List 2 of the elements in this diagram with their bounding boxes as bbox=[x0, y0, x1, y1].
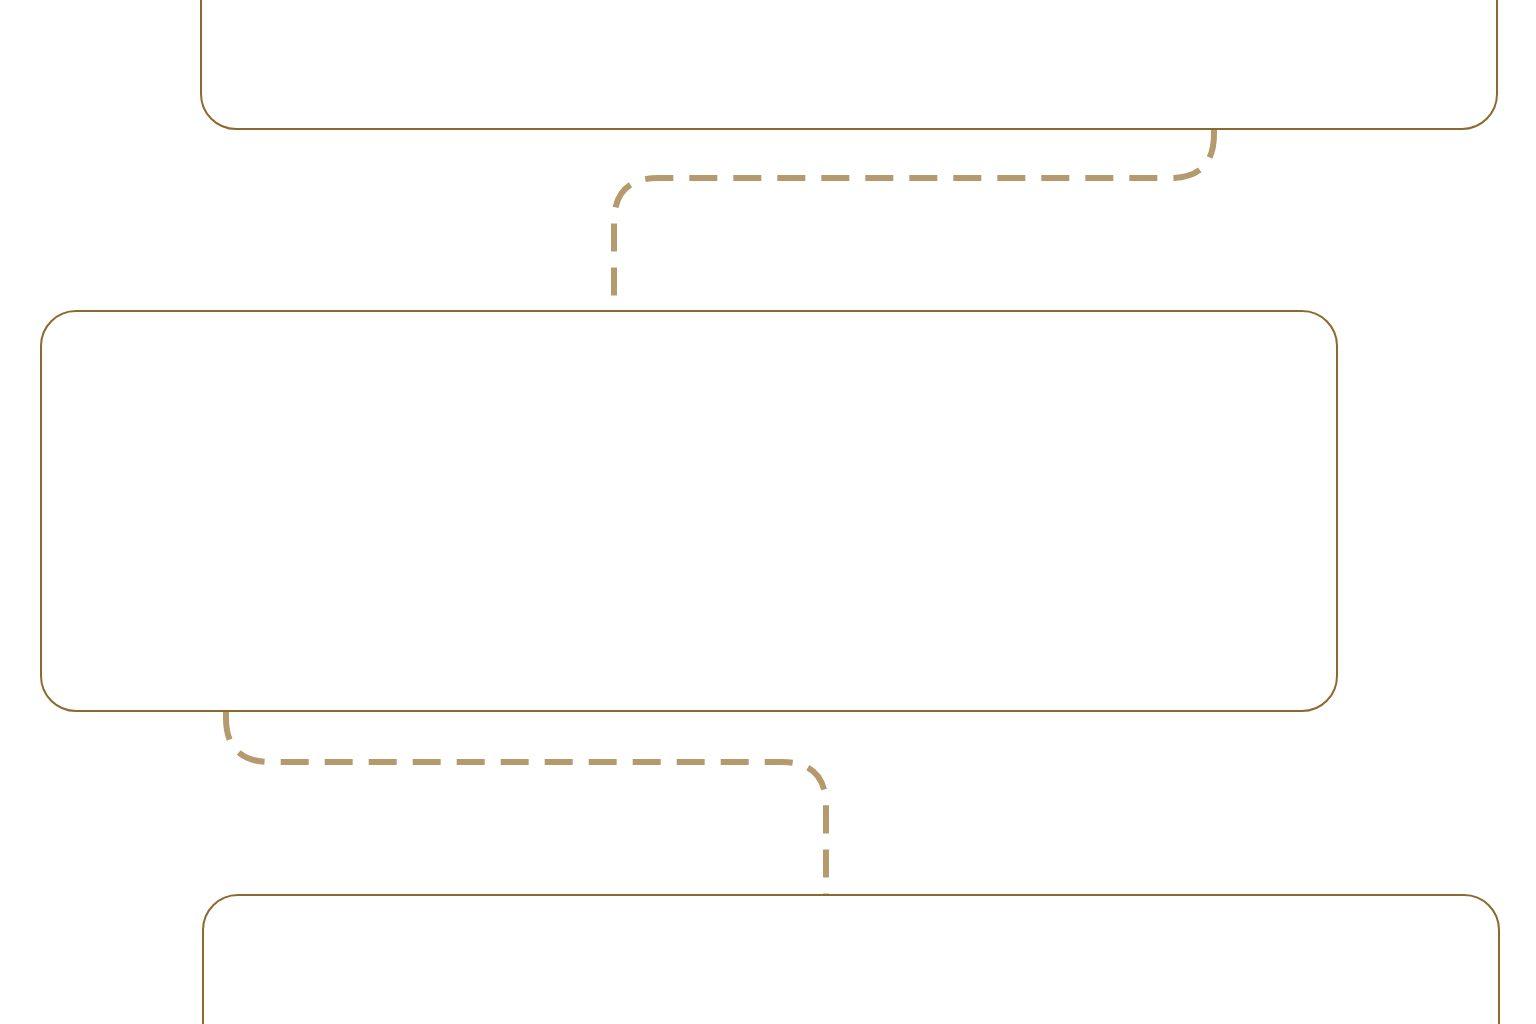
dashed-connector bbox=[223, 711, 829, 894]
rounded-box bbox=[40, 310, 1338, 712]
